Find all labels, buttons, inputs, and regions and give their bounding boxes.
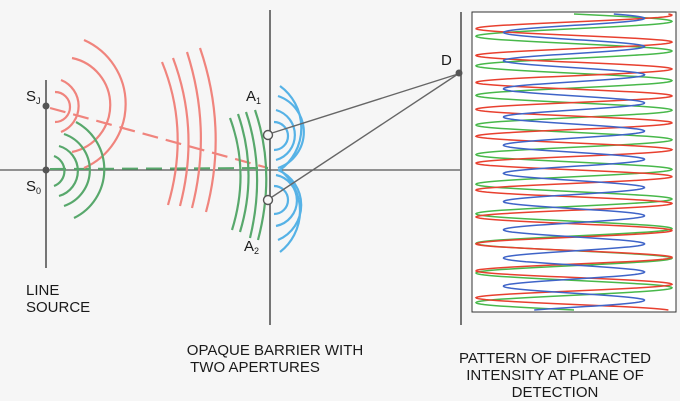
red-wavefronts (54, 38, 217, 213)
label-pattern: PATTERN OF DIFFRACTED INTENSITY AT PLANE… (440, 350, 670, 401)
label-sj: SJ (26, 88, 41, 106)
pattern-curve-red (474, 13, 674, 311)
label-d: D (441, 52, 452, 69)
ray-a2-to-d (271, 73, 459, 198)
label-barrier-2: TWO APERTURES (190, 359, 320, 376)
detection-point-d (455, 69, 463, 77)
label-barrier-1: OPAQUE BARRIER WITH (186, 342, 364, 359)
pattern-curve-green (474, 13, 674, 311)
label-a2: A2 (244, 238, 260, 256)
green-wavefronts (53, 109, 268, 241)
pattern-curve-blue (502, 13, 646, 311)
label-line-source: LINE SOURCE (26, 282, 90, 316)
label-pattern-3: DETECTION (511, 384, 599, 401)
aperture-a2 (262, 194, 274, 206)
source-point-sj (42, 102, 50, 110)
label-line-source-1: LINE (26, 282, 60, 299)
label-pattern-1: PATTERN OF DIFFRACTED (459, 350, 651, 367)
label-s0: S0 (26, 178, 42, 196)
source-point-s0 (42, 166, 50, 174)
dashed-ray-red (49, 106, 269, 170)
blue-wavefronts (273, 85, 305, 253)
aperture-a1 (262, 129, 274, 141)
label-a1: A1 (246, 88, 262, 106)
dashed-ray-green (49, 167, 269, 170)
label-pattern-2: INTENSITY AT PLANE OF (466, 367, 644, 384)
ray-a1-to-d (271, 73, 459, 134)
label-barrier: OPAQUE BARRIER WITH TWO APERTURES (170, 342, 380, 376)
pattern-curves (474, 13, 674, 311)
label-line-source-2: SOURCE (26, 299, 91, 316)
